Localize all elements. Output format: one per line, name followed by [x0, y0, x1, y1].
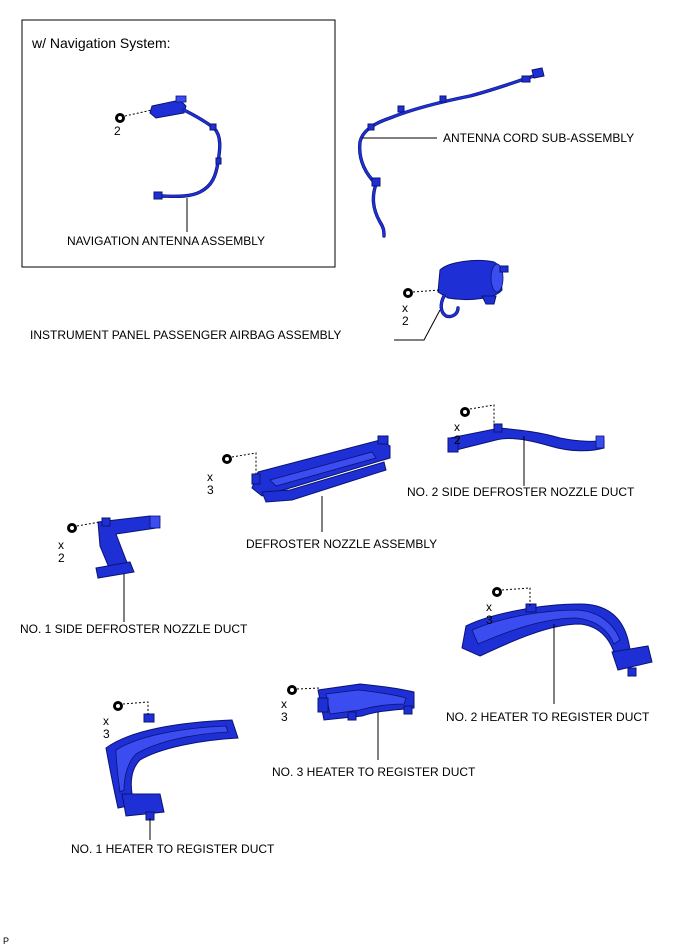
nav-screw-count: 2	[114, 124, 121, 138]
heater-duct-1-label: NO. 1 HEATER TO REGISTER DUCT	[71, 842, 275, 856]
side-defroster-2-screw-icon	[460, 404, 495, 426]
side-defroster-1-part[interactable]	[95, 515, 161, 579]
airbag-label: INSTRUMENT PANEL PASSENGER AIRBAG ASSEMB…	[30, 328, 341, 342]
heater-duct-1-part[interactable]	[105, 713, 239, 821]
side-defroster-2-count: 2	[454, 433, 461, 447]
heater-duct-2-label: NO. 2 HEATER TO REGISTER DUCT	[446, 710, 650, 724]
defroster-x: x	[207, 470, 213, 484]
heater-duct-2-count: 3	[486, 613, 493, 627]
side-defroster-1-screw-icon	[67, 521, 101, 533]
antenna-cord-part[interactable]	[358, 67, 545, 238]
side-defroster-2-x: x	[454, 420, 460, 434]
navigation-antenna-part[interactable]	[149, 95, 222, 200]
navigation-antenna-label: NAVIGATION ANTENNA ASSEMBLY	[67, 234, 265, 248]
side-defroster-1-x: x	[58, 538, 64, 552]
heater-duct-2-x: x	[486, 600, 492, 614]
side-defroster-2-label: NO. 2 SIDE DEFROSTER NOZZLE DUCT	[407, 485, 635, 499]
side-defroster-1-count: 2	[58, 551, 65, 565]
navigation-inset: w/ Navigation System: 2 NAVIGATION ANTEN…	[21, 19, 336, 268]
heater-duct-2-screw-icon	[492, 587, 531, 606]
heater-duct-1-x: x	[103, 714, 109, 728]
nav-screw-icon	[115, 109, 153, 123]
heater-duct-2-part[interactable]	[461, 603, 653, 677]
defroster-count: 3	[207, 483, 214, 497]
side-defroster-1-label: NO. 1 SIDE DEFROSTER NOZZLE DUCT	[20, 622, 248, 636]
airbag-part[interactable]	[437, 259, 509, 319]
heater-duct-3-part[interactable]	[317, 683, 415, 721]
heater-duct-1-screw-icon	[113, 701, 149, 716]
defroster-screw-icon	[222, 452, 257, 474]
inset-title: w/ Navigation System:	[31, 35, 171, 51]
airbag-x: x	[402, 301, 408, 315]
airbag-screw-icon	[403, 288, 441, 298]
side-defroster-2-part[interactable]	[447, 423, 605, 453]
heater-duct-3-count: 3	[281, 710, 288, 724]
defroster-nozzle-part[interactable]	[251, 435, 391, 503]
airbag-count: 2	[402, 314, 409, 328]
figure-code: P	[3, 936, 9, 946]
heater-duct-1-count: 3	[103, 727, 110, 741]
antenna-cord-label: ANTENNA CORD SUB-ASSEMBLY	[443, 131, 634, 145]
heater-duct-3-x: x	[281, 697, 287, 711]
defroster-nozzle-label: DEFROSTER NOZZLE ASSEMBLY	[246, 537, 437, 551]
inset-frame	[21, 19, 336, 268]
heater-duct-3-label: NO. 3 HEATER TO REGISTER DUCT	[272, 765, 476, 779]
heater-duct-3-screw-icon	[287, 685, 321, 695]
